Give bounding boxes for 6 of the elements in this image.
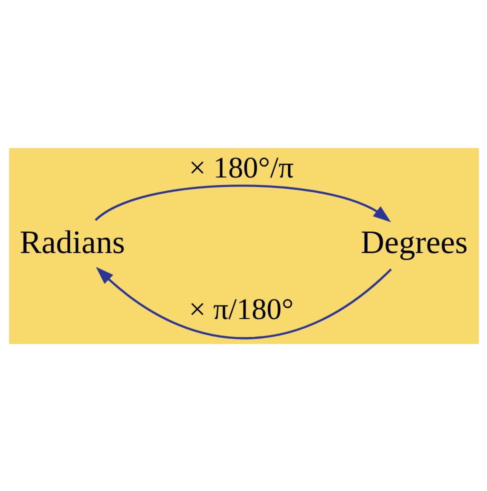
arrow (94, 184, 390, 222)
edge-label: × π/180° (188, 292, 294, 326)
arrow (95, 266, 392, 339)
node-text: Radians (19, 224, 125, 261)
edge-label: × 180°/π (188, 150, 294, 184)
node-text: Degrees (360, 224, 468, 261)
